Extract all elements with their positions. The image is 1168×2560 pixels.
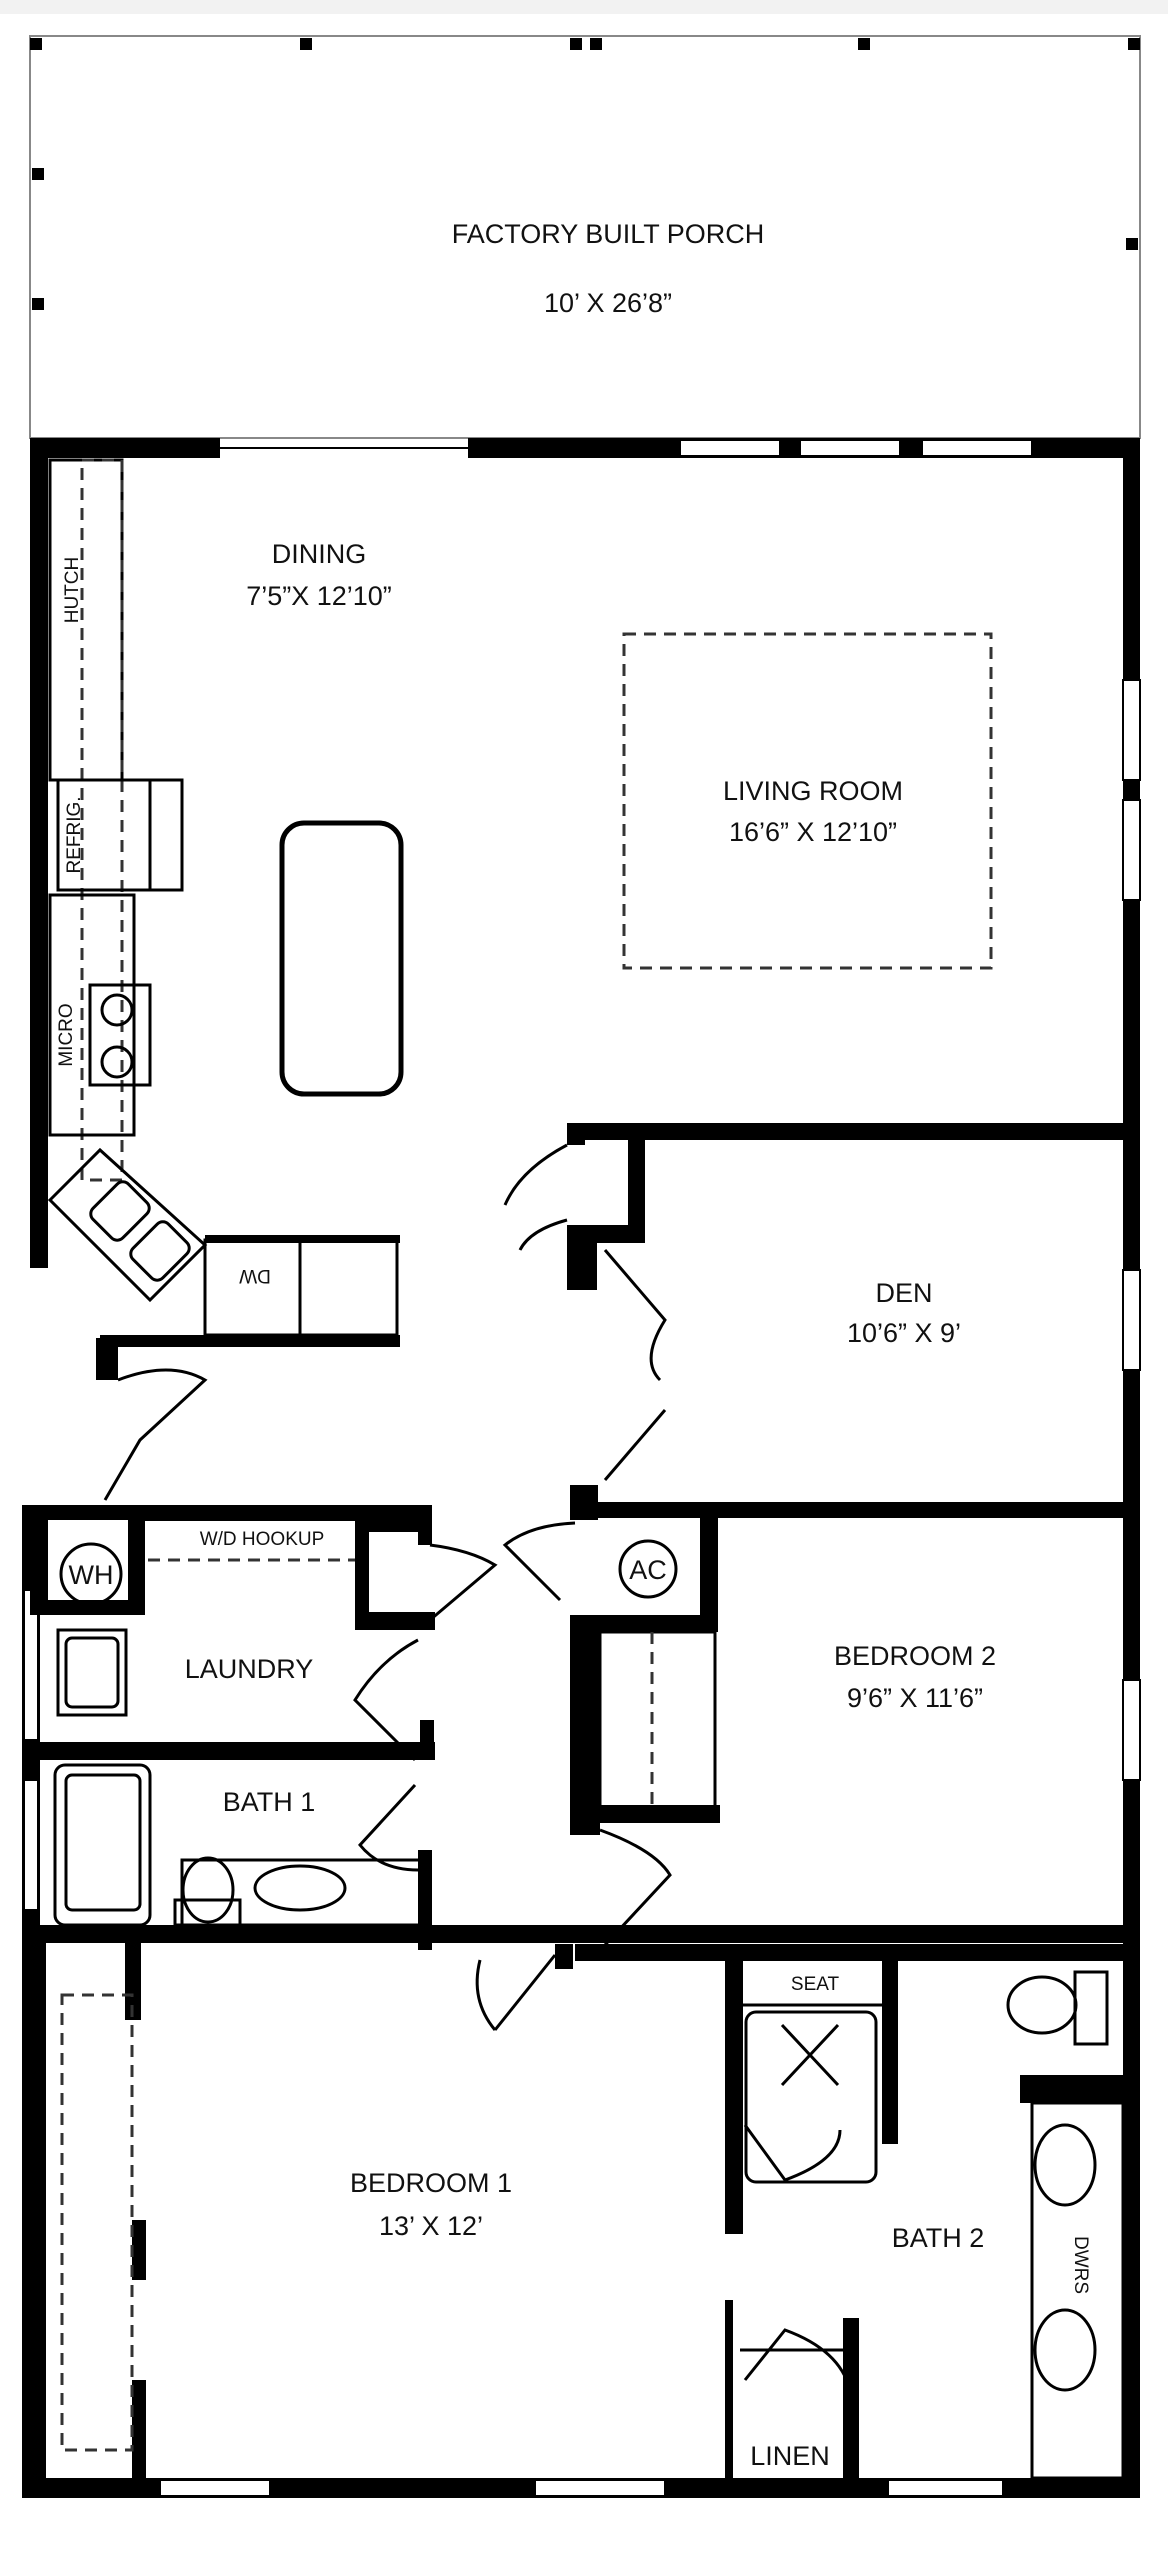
bath1-label: BATH 1 xyxy=(223,1787,316,1817)
hutch-label: HUTCH xyxy=(62,557,83,624)
living-room-rug xyxy=(622,632,993,970)
linen-label: LINEN xyxy=(750,2441,830,2471)
bedroom1-size: 13’ X 12’ xyxy=(379,2211,483,2241)
water-heater xyxy=(59,1542,123,1606)
micro-label: MICRO xyxy=(56,1003,77,1066)
interior-walls xyxy=(22,1123,1140,2490)
kitchen: HUTCH REFRIG. MICRO DW xyxy=(47,458,404,1380)
exterior-walls xyxy=(22,438,1141,2498)
bath2-label: BATH 2 xyxy=(892,2223,985,2253)
wh-label: WH xyxy=(69,1560,114,1590)
living-room-size: 16’6” X 12’10” xyxy=(729,817,897,847)
ac-label: AC xyxy=(629,1555,667,1585)
seat-label: SEAT xyxy=(791,1974,840,1995)
porch-size: 10’ X 26’8” xyxy=(544,288,672,318)
dw-label: DW xyxy=(239,1265,271,1286)
laundry-label: LAUNDRY xyxy=(185,1654,314,1684)
refrig-label: REFRIG. xyxy=(64,796,85,873)
dining-label: DINING xyxy=(272,539,367,569)
wd-hookup-label: W/D HOOKUP xyxy=(200,1529,325,1550)
bedroom2-size: 9’6” X 11’6” xyxy=(847,1683,983,1713)
den-size: 10’6” X 9’ xyxy=(847,1318,961,1348)
porch: FACTORY BUILT PORCH 10’ X 26’8” xyxy=(29,35,1141,439)
living-room-label: LIVING ROOM xyxy=(723,776,903,806)
den-label: DEN xyxy=(875,1278,932,1308)
porch-label: FACTORY BUILT PORCH xyxy=(452,219,765,249)
dining-size: 7’5”X 12’10” xyxy=(246,581,392,611)
bedroom1-label: BEDROOM 1 xyxy=(350,2168,512,2198)
ac-unit xyxy=(618,1539,678,1599)
door-swings xyxy=(103,1143,852,2391)
bedroom2-label: BEDROOM 2 xyxy=(834,1641,996,1671)
dwrs-label: DWRS xyxy=(1070,2236,1091,2294)
